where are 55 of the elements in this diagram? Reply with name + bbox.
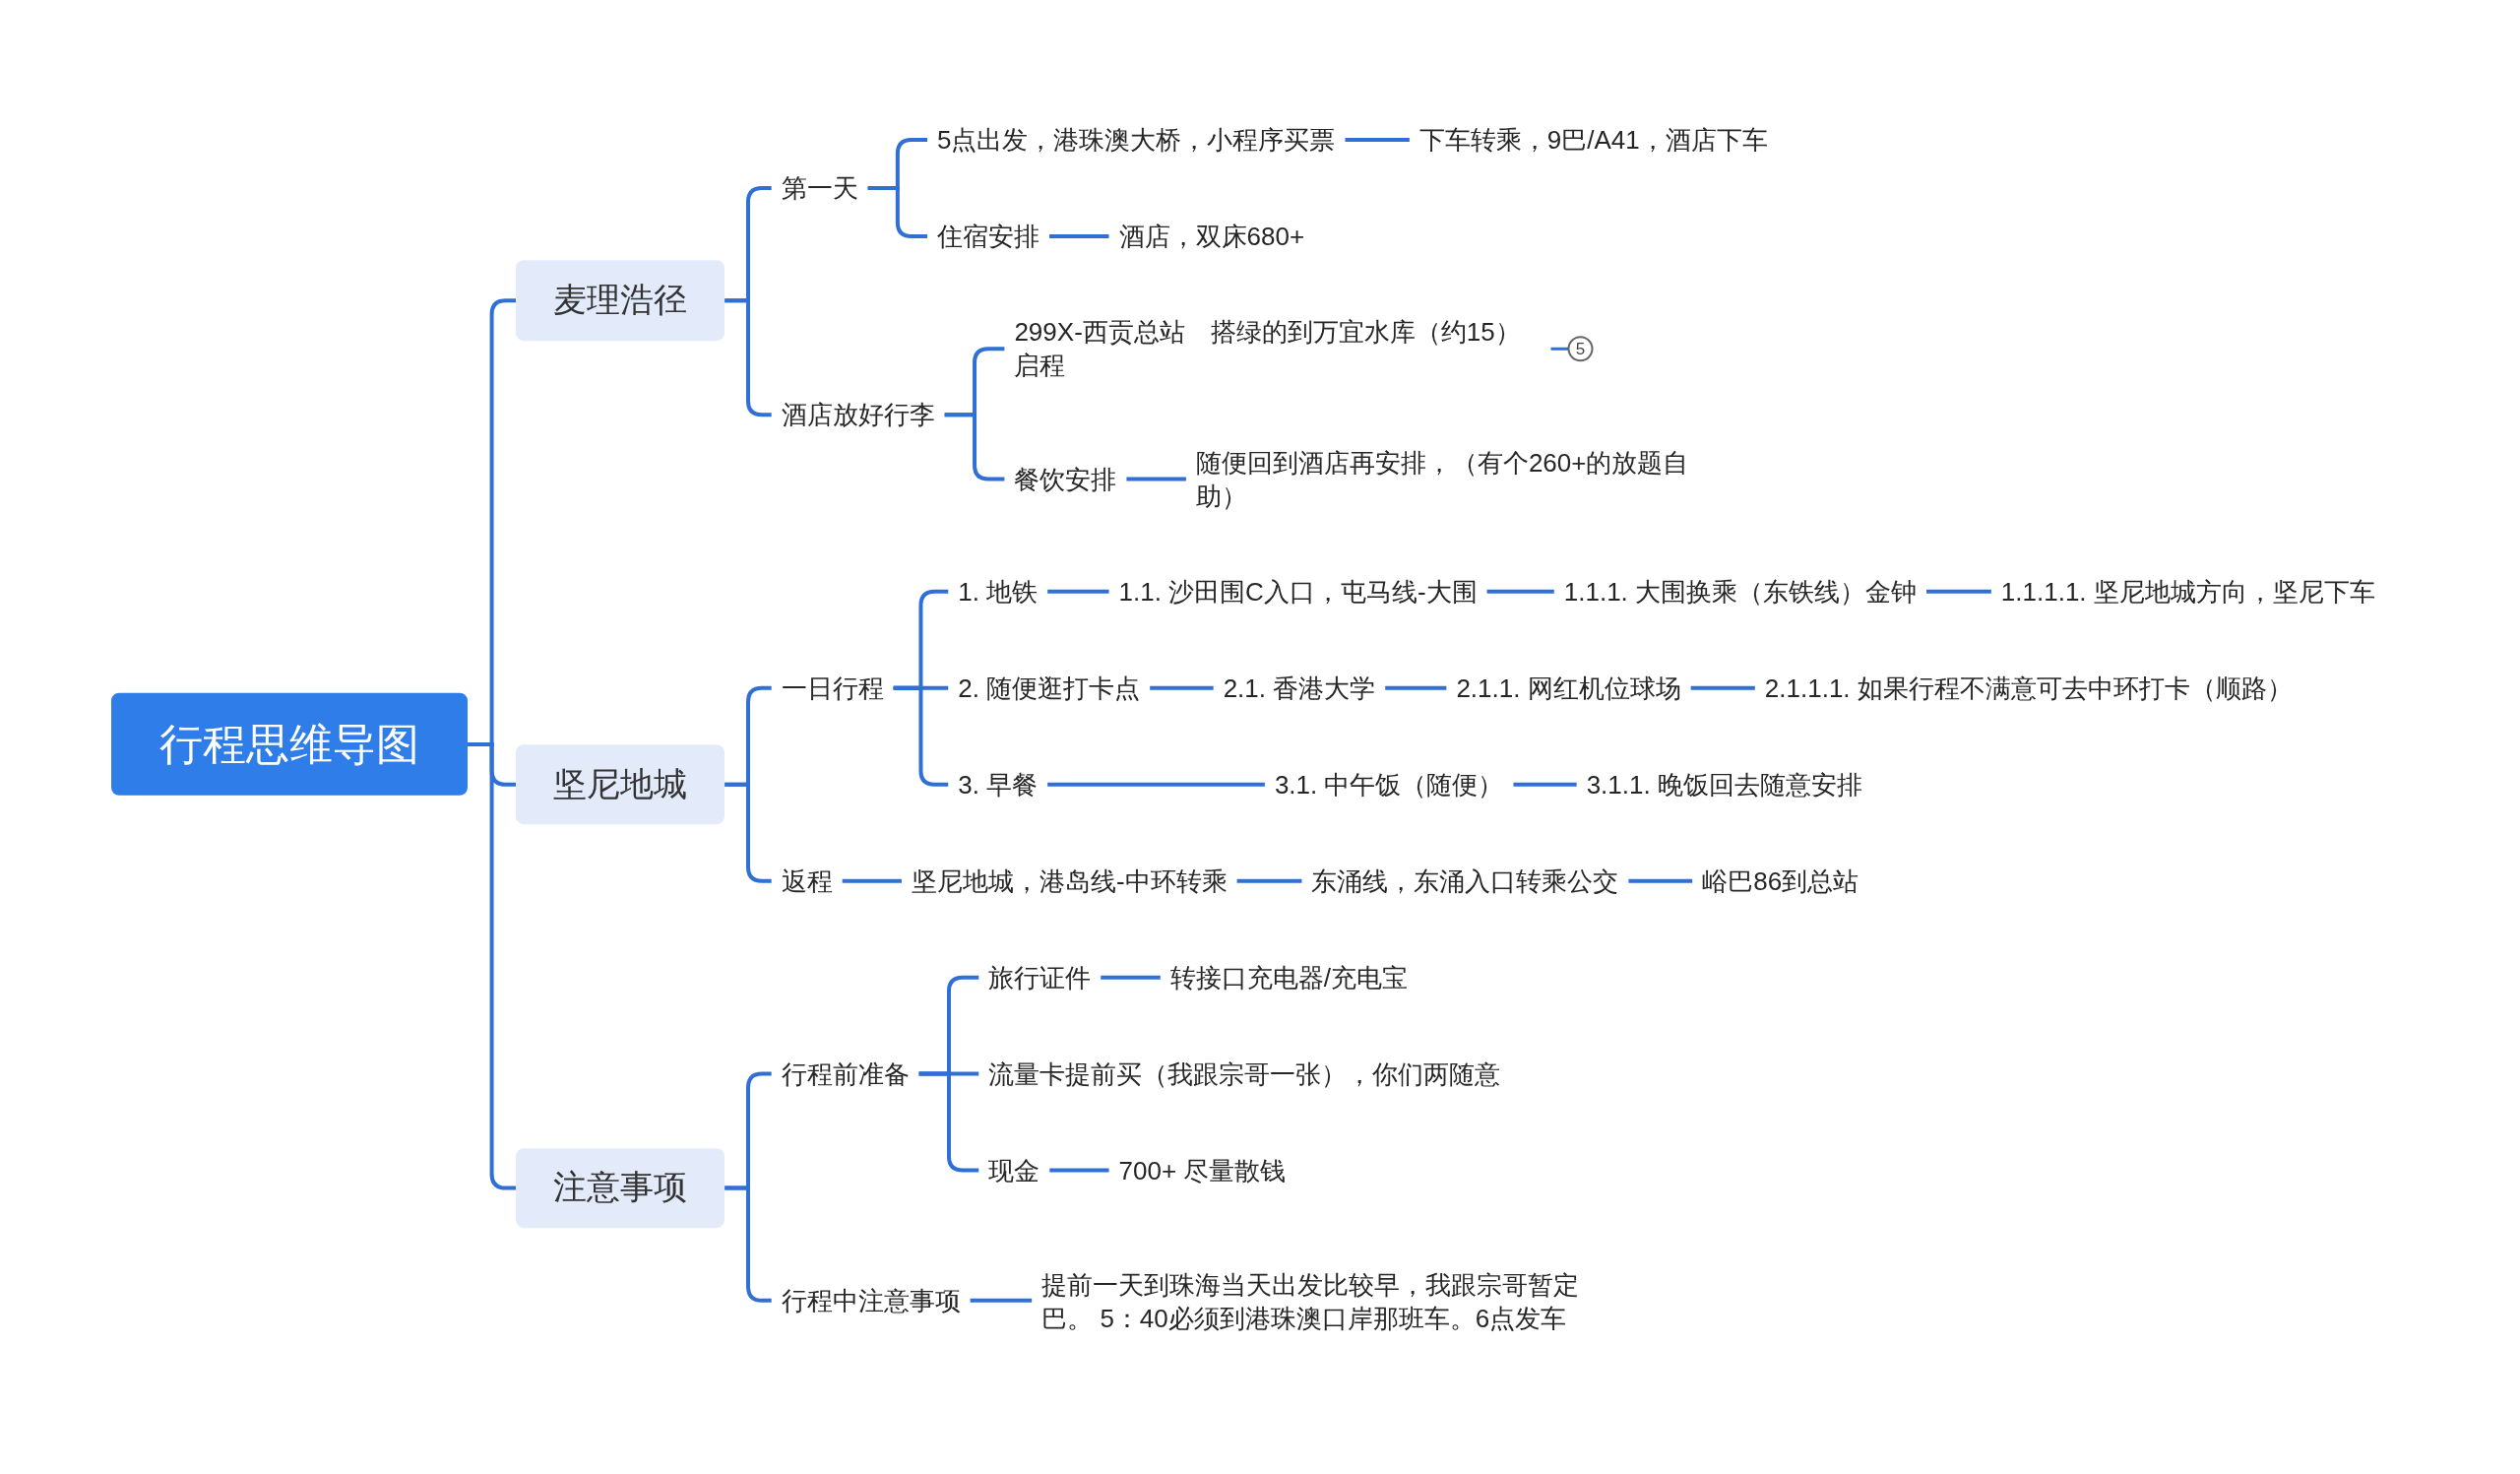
topic-text: 1. 地铁 [948, 574, 1048, 609]
topic-text: 峪巴86到总站 [1692, 864, 1869, 898]
connector-line [1345, 138, 1410, 143]
topic-text: 1.1.1. 大围换乘（东铁线）金钟 [1553, 574, 1927, 609]
topic-text: 坚尼地城，港岛线-中环转乘 [901, 864, 1237, 898]
topic-text: 3.1. 中午饭（随便） [1264, 767, 1514, 801]
topic-text: 299X-西贡总站 搭绿的到万宜水库（约15）启程 [1004, 315, 1551, 383]
topic-text: 返程 [771, 864, 843, 898]
connector-line [1926, 589, 1991, 594]
topic-text: 酒店，双床680+ [1108, 220, 1315, 253]
topic-text: 第一天 [771, 171, 868, 205]
topic-text: 住宿安排 [927, 220, 1050, 253]
connector-line [1385, 685, 1447, 690]
topic-text: 酒店放好行李 [771, 398, 945, 432]
topic-text: 2. 随便逛打卡点 [948, 671, 1151, 705]
topic-text: 转接口充电器/充电宝 [1160, 960, 1418, 994]
root-topic-box: 行程思维导图 [110, 692, 469, 797]
topic-text: 1.1.1.1. 坚尼地城方向，坚尼下车 [1990, 574, 2385, 609]
topic-text: 东涌线，东涌入口转乘公交 [1301, 864, 1629, 898]
topic-text: 随便回到酒店再安排，（有个260+的放题自助） [1185, 445, 1732, 513]
topic-box: 注意事项 [516, 1147, 725, 1229]
topic-text: 2.1.1.1. 如果行程不满意可去中环打卡（顺路） [1754, 671, 2302, 705]
topic-text: 一日行程 [771, 671, 894, 705]
connector-line [1126, 477, 1186, 481]
connector-line [1049, 1168, 1109, 1173]
topic-text: 1.1. 沙田围C入口，屯马线-大围 [1108, 574, 1487, 609]
connector-line [1628, 878, 1693, 883]
topic-text: 现金 [978, 1153, 1050, 1187]
connector-line [842, 878, 902, 883]
connector-line [1049, 234, 1109, 238]
connector-line [1513, 782, 1577, 787]
connector-line [468, 741, 517, 1190]
topic-text: 提前一天到珠海当天出发比较早，我跟宗哥暂定巴。 5：40必须到港珠澳口岸那班车。6点发车 [1032, 1268, 1595, 1336]
topic-text: 流量卡提前买（我跟宗哥一张），你们两随意 [978, 1057, 1511, 1091]
topic-text: 行程前准备 [771, 1057, 919, 1091]
topic-text: 行程中注意事项 [771, 1283, 971, 1317]
connector-line [1047, 589, 1109, 594]
connector-line [1101, 975, 1161, 980]
topic-text: 700+ 尽量散钱 [1108, 1153, 1296, 1187]
topic-box: 坚尼地城 [516, 743, 725, 825]
topic-box: 麦理浩径 [516, 260, 725, 342]
connector-line [1236, 878, 1302, 883]
connector-line [970, 1298, 1033, 1303]
topic-text: 2.1.1. 网红机位球场 [1446, 671, 1691, 705]
topic-text: 2.1. 香港大学 [1213, 671, 1386, 705]
topic-text: 3.1.1. 晚饭回去随意安排 [1576, 767, 1872, 801]
topic-text: 餐饮安排 [1004, 462, 1127, 496]
topic-text: 3. 早餐 [948, 767, 1048, 801]
connector-line [1486, 589, 1554, 594]
topic-text: 5点出发，港珠澳大桥，小程序买票 [927, 123, 1346, 158]
topic-text: 旅行证件 [978, 960, 1102, 994]
connector-line [1150, 685, 1214, 690]
connector-line [1047, 782, 1265, 787]
connector-line [1690, 685, 1755, 690]
topic-text: 下车转乘，9巴/A41，酒店下车 [1409, 123, 1778, 158]
